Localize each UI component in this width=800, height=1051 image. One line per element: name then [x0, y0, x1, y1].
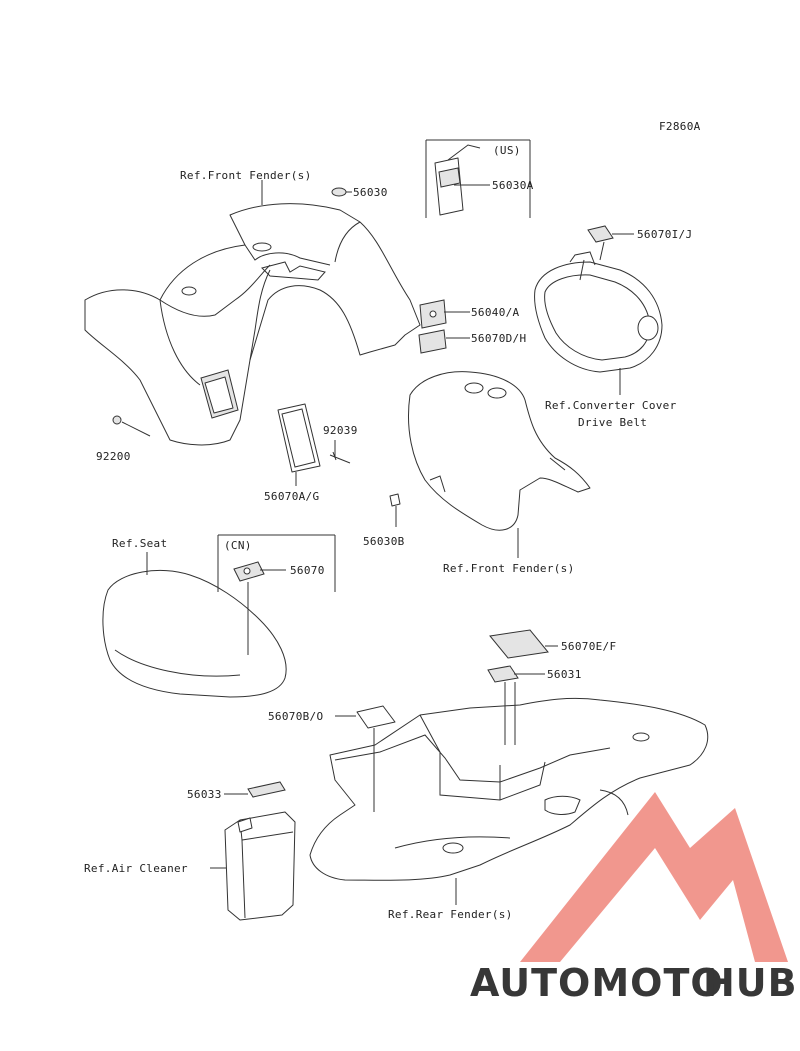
front-fender-drawing: [84, 203, 421, 446]
part-56030-shape: [331, 187, 347, 197]
part-56033-shape: [247, 781, 286, 798]
label-56030B: 56030B: [363, 535, 405, 548]
rear-fender-drawing: [309, 697, 709, 881]
label-ref-front-fender-top: Ref.Front Fender(s): [180, 169, 312, 182]
label-56070DH: 56070D/H: [471, 332, 526, 345]
label-92039: 92039: [323, 424, 358, 437]
label-56033: 56033: [187, 788, 222, 801]
converter-cover-drawing: [534, 251, 663, 373]
part-92039-shape: [329, 451, 351, 464]
part-56070EF-shape: [489, 629, 549, 659]
label-56070AG: 56070A/G: [264, 490, 319, 503]
label-us-tag: (US): [493, 144, 521, 157]
label-ref-rear-fender: Ref.Rear Fender(s): [388, 908, 513, 921]
leader-lines: [121, 180, 634, 905]
label-56040A: 56040/A: [471, 306, 520, 319]
label-56070BO: 56070B/O: [268, 710, 323, 723]
label-ref-air-cleaner: Ref.Air Cleaner: [84, 862, 188, 875]
cn-tag-box: [217, 534, 336, 592]
label-drive-belt: Drive Belt: [578, 416, 647, 429]
label-cn-tag: (CN): [224, 539, 252, 552]
label-56030: 56030: [353, 186, 388, 199]
label-ref-front-fender-bottom: Ref.Front Fender(s): [443, 562, 575, 575]
label-56070IJ: 56070I/J: [637, 228, 692, 241]
part-56030B-shape: [389, 493, 401, 507]
label-56070EF: 56070E/F: [561, 640, 616, 653]
air-cleaner-drawing: [224, 811, 296, 921]
label-56030A: 56030A: [492, 179, 534, 192]
callout-labels: F2860A Ref.Front Fender(s) 56030 (US) 56…: [84, 120, 701, 921]
diagram-code-label: F2860A: [659, 120, 701, 133]
part-56070DH-shape: [418, 329, 447, 354]
part-92200-shape: [112, 415, 122, 425]
us-tag-box: [425, 139, 531, 218]
watermark-text-automoto: AUTOMOTO: [470, 961, 724, 1005]
automotohub-watermark: AUTOMOTO HUB: [470, 792, 798, 1005]
part-56070IJ-shape: [587, 225, 614, 243]
label-56070: 56070: [290, 564, 325, 577]
part-56031-shape: [487, 665, 519, 683]
label-92200: 92200: [96, 450, 131, 463]
watermark-text-hub: HUB: [703, 961, 798, 1005]
seat-drawing: [102, 569, 287, 698]
label-ref-converter-cover: Ref.Converter Cover: [545, 399, 677, 412]
label-ref-seat: Ref.Seat: [112, 537, 167, 550]
part-56070BO-shape: [356, 705, 396, 729]
inner-front-fender-drawing: [407, 371, 591, 531]
part-56070AG-shape: [277, 403, 321, 473]
label-56031: 56031: [547, 668, 582, 681]
watermark-logo-mark: [520, 792, 788, 962]
